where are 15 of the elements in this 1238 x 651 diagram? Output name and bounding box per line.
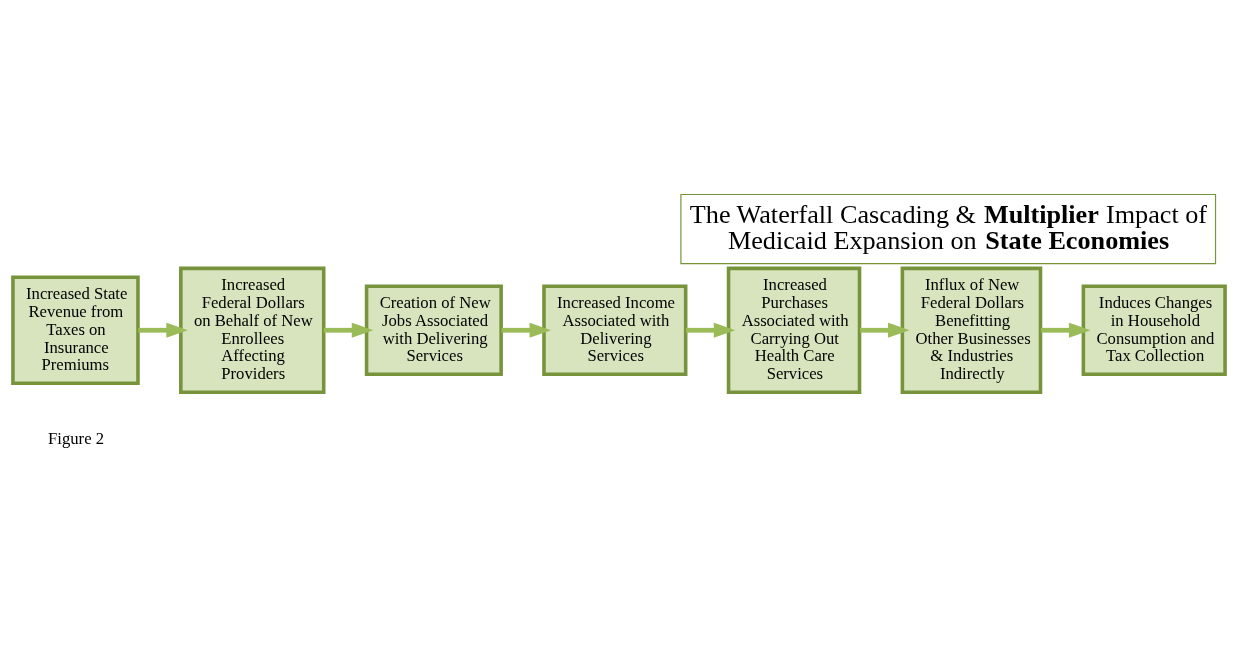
arrow [323, 322, 374, 338]
node-box: Increased Purchases Associated with Carrying Out Health Care Services [726, 266, 862, 394]
node-box: Influx of New Federal Dollars Benefitting Other Businesses & Industries Indirectly [900, 266, 1043, 394]
node-box: Increased Federal Dollars on Behalf of New Enrollees Affecting Providers [179, 266, 326, 394]
arrow [859, 322, 910, 338]
node-box: Increased Income Associated with Delivering Services [542, 284, 688, 377]
arrow [1040, 322, 1091, 338]
node-box: Induces Changes in Household Consumption and Tax Collection [1081, 284, 1227, 377]
arrow [501, 322, 551, 338]
node-box: Increased State Revenue from Taxes on Insurance Premiums [11, 275, 140, 386]
diagram-title: The Waterfall Cascading & Multiplier Impact of Medicaid Expansion on State Economies [689, 199, 1208, 255]
label: Figure 2 [48, 429, 105, 449]
node-box: Creation of New Jobs Associated with Delivering Services [364, 284, 503, 377]
arrow [685, 322, 736, 338]
arrow [138, 322, 188, 338]
